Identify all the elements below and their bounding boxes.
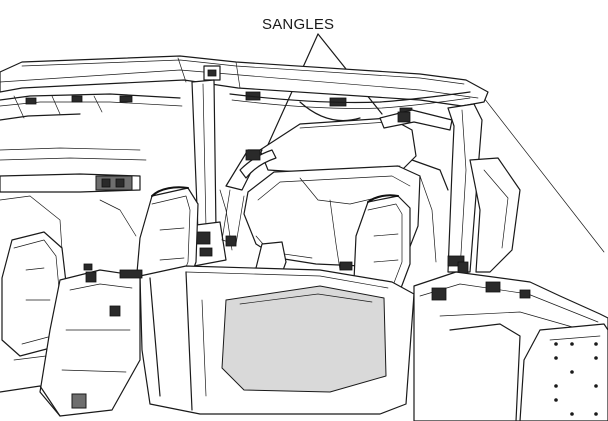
left-chassis [0, 269, 143, 417]
roof-frame [0, 55, 489, 122]
leader-line-left [261, 33, 319, 159]
right-pillar-tube [447, 103, 521, 277]
edge-guide-line [483, 97, 605, 253]
right-angled-brace [379, 109, 453, 191]
detail-linework [0, 175, 437, 271]
console-bar [0, 147, 147, 193]
right-chassis [413, 271, 608, 421]
rivet-dots [554, 342, 598, 416]
left-angled-brace [221, 149, 277, 245]
door-panel [139, 265, 415, 415]
callout-label-sangles: SANGLES [262, 16, 335, 33]
left-pillar-tube [187, 79, 227, 267]
